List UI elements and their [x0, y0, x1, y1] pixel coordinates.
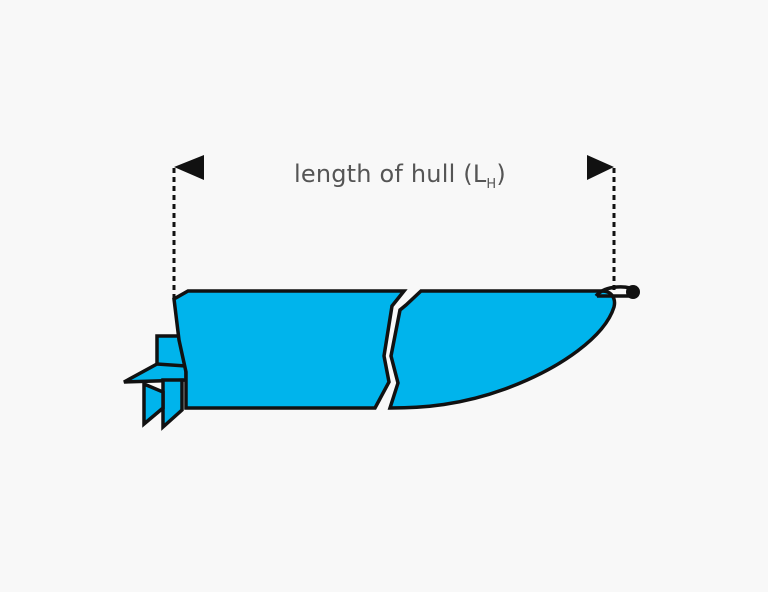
right-arrowhead — [587, 155, 614, 180]
label-text: length of hull (L — [294, 160, 487, 188]
hull-bow-section — [387, 289, 617, 410]
outboard-motor — [123, 334, 189, 431]
hull-stern-section — [172, 289, 408, 410]
motor-leg — [161, 378, 184, 431]
left-arrowhead — [174, 155, 204, 180]
bow-fitting — [594, 285, 640, 299]
hull-length-label: length of hull (LH) — [0, 160, 768, 192]
bow-eye — [626, 285, 640, 299]
motor-propeller — [142, 381, 165, 428]
label-subscript: H — [486, 176, 497, 192]
label-close: ) — [496, 160, 506, 188]
